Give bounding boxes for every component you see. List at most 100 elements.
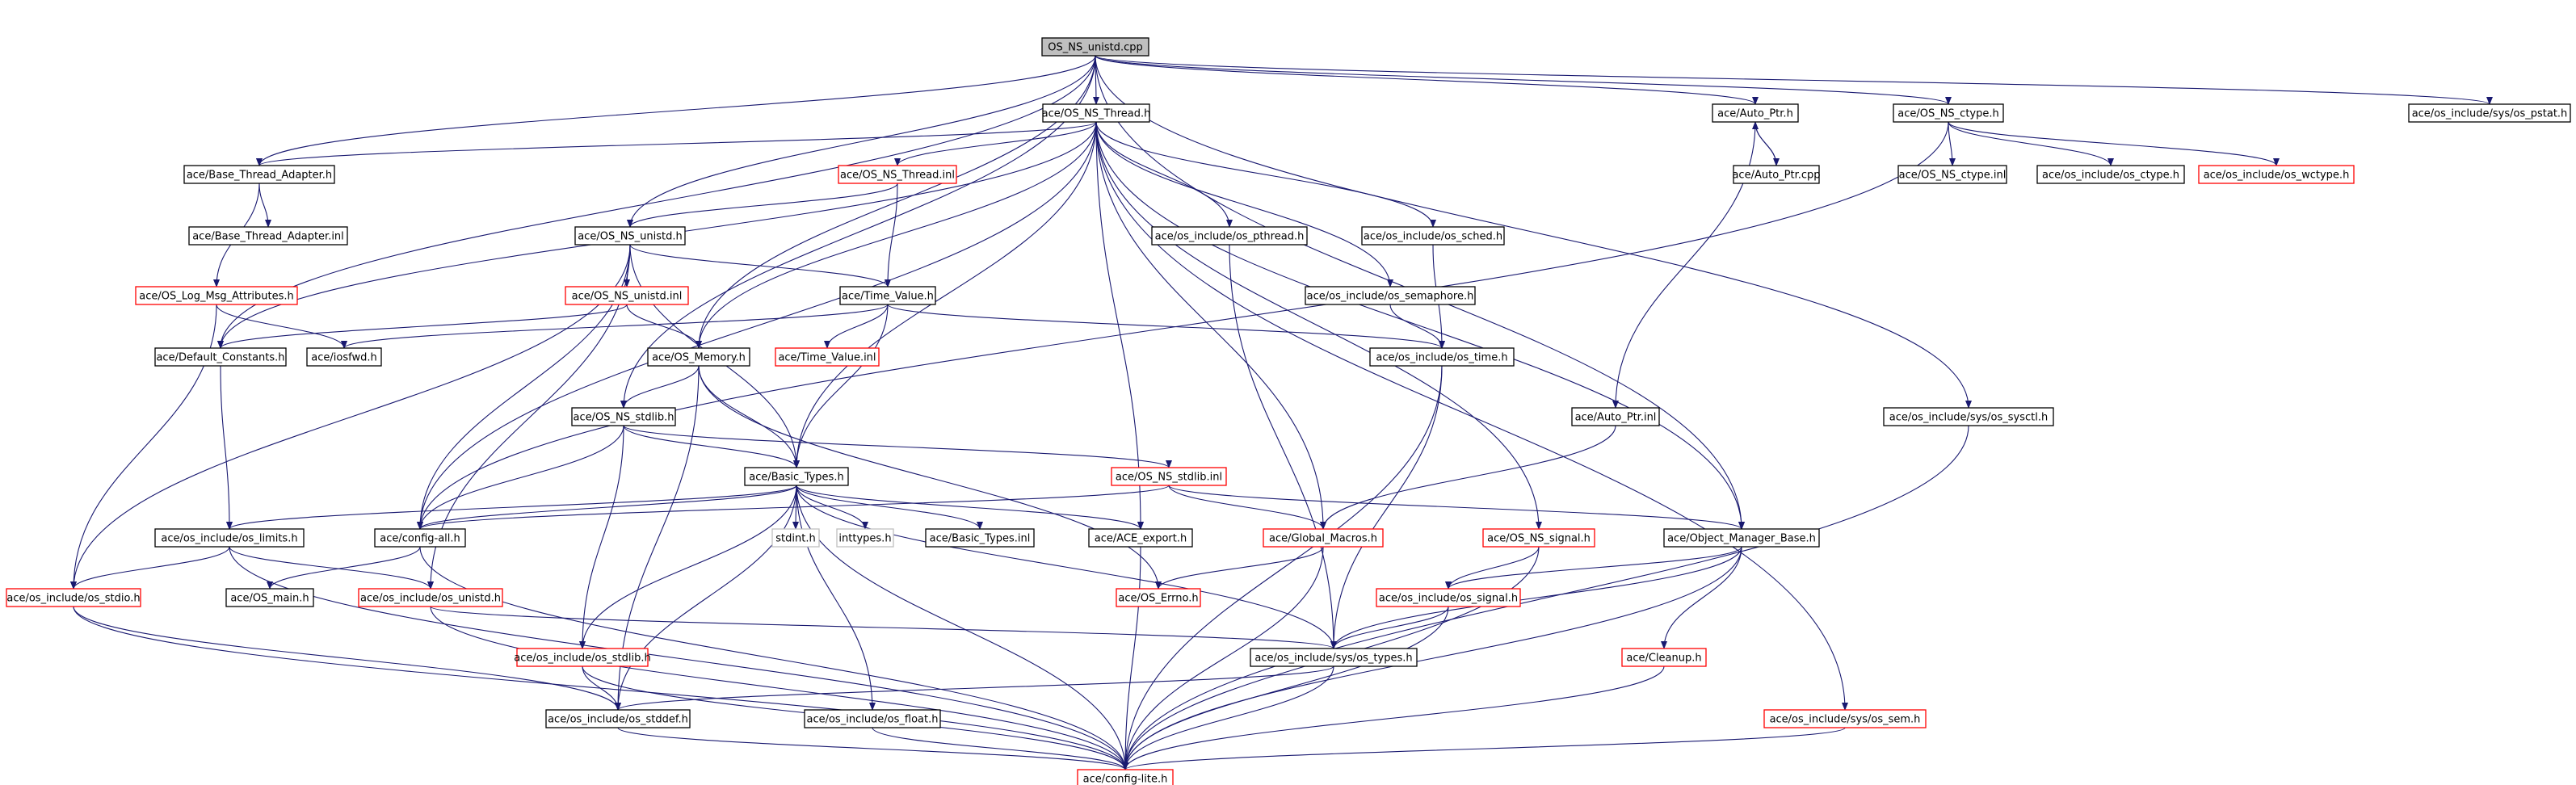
edge-systypes_h-to-configlite_h — [1122, 665, 1334, 770]
node-ace-os-ns-thread-inl[interactable]: ace/OS_NS_Thread.inl — [838, 165, 957, 184]
node-ace-os-ns-ctype-h[interactable]: ace/OS_NS_ctype.h — [1893, 103, 2004, 123]
node-ace-os-include-os-ctype-h[interactable]: ace/os_include/os_ctype.h — [2036, 165, 2185, 184]
node-ace-os-main-h[interactable]: ace/OS_main.h — [225, 588, 314, 607]
node-ace-os-include-sys-os-types-h[interactable]: ace/os_include/sys/os_types.h — [1250, 648, 1418, 667]
node-ace-auto-ptr-h[interactable]: ace/Auto_Ptr.h — [1712, 103, 1799, 123]
node-ace-os-ns-ctype-inl[interactable]: ace/OS_NS_ctype.inl — [1897, 165, 2007, 184]
edge-stddef_h-to-configlite_h — [617, 727, 1128, 770]
node-ace-os-ns-thread-h[interactable]: ace/OS_NS_Thread.h — [1042, 103, 1151, 123]
node-ace-os-include-os-wctype-h[interactable]: ace/os_include/os_wctype.h — [2198, 165, 2355, 184]
node-box — [1897, 165, 2007, 184]
node-label: ace/os_include/os_stdlib.h — [514, 653, 650, 665]
edge-limits_h-to-configlite_h — [229, 546, 1128, 770]
node-ace-object-manager-base-h[interactable]: ace/Object_Manager_Base.h — [1663, 528, 1820, 548]
node-ace-global-macros-h[interactable]: ace/Global_Macros.h — [1263, 528, 1384, 548]
node-ace-os-memory-h[interactable]: ace/OS_Memory.h — [647, 347, 750, 367]
node-ace-os-log-msg-attributes-h[interactable]: ace/OS_Log_Msg_Attributes.h — [135, 286, 298, 305]
edge-ctype_h-to-os_wctype_h — [1948, 121, 2280, 166]
node-ace-os-include-os-signal-h[interactable]: ace/os_include/os_signal.h — [1376, 588, 1521, 607]
edge-root-to-unistd_h — [627, 55, 1096, 228]
node-box — [836, 528, 894, 548]
edge-thread_h-to-semaphore_h — [1095, 121, 1393, 288]
node-ace-os-ns-stdlib-inl[interactable]: ace/OS_NS_stdlib.inl — [1111, 467, 1227, 486]
node-label: ace/OS_NS_signal.h — [1487, 533, 1591, 545]
node-ace-os-include-os-time-h[interactable]: ace/os_include/os_time.h — [1369, 347, 1515, 367]
node-os-ns-unistd-cpp[interactable]: OS_NS_unistd.cpp — [1041, 37, 1149, 57]
edge-semaphore_h-to-os_time_h — [1389, 304, 1445, 349]
node-ace-os-include-os-stdlib-h[interactable]: ace/os_include/os_stdlib.h — [514, 648, 651, 667]
node-box — [1369, 347, 1515, 367]
edge-autoptr_cpp-to-autoptr_h — [1752, 121, 1777, 166]
edge-autoptr_h-to-autoptr_inl — [1612, 121, 1756, 409]
node-ace-os-ns-unistd-h[interactable]: ace/OS_NS_unistd.h — [574, 226, 686, 246]
node-ace-config-lite-h[interactable]: ace/config-lite.h — [1077, 769, 1174, 785]
node-label: ace/OS_NS_ctype.h — [1897, 108, 1999, 120]
edge-os_signal_h-to-systypes_h — [1330, 606, 1449, 649]
node-box — [516, 648, 649, 667]
node-box — [1077, 769, 1174, 785]
node-label: ace/OS_NS_stdlib.h — [574, 412, 674, 424]
node-ace-os-include-os-unistd-h[interactable]: ace/os_include/os_unistd.h — [358, 588, 503, 607]
node-ace-os-ns-signal-h[interactable]: ace/OS_NS_signal.h — [1482, 528, 1595, 548]
edge-objmgr_h-to-os_signal_h — [1445, 546, 1742, 590]
node-ace-base-thread-adapter-inl[interactable]: ace/Base_Thread_Adapter.inl — [188, 226, 348, 246]
node-ace-os-errno-h[interactable]: ace/OS_Errno.h — [1116, 588, 1201, 607]
node-ace-default-constants-h[interactable]: ace/Default_Constants.h — [154, 347, 287, 367]
node-stdint-h[interactable]: stdint.h — [771, 528, 820, 548]
edge-thread_h-to-memory_h — [695, 121, 1097, 349]
node-label: ace/config-lite.h — [1083, 774, 1168, 785]
node-ace-os-include-os-stdio-h[interactable]: ace/os_include/os_stdio.h — [6, 588, 141, 607]
node-label: ace/OS_NS_Thread.inl — [840, 170, 955, 182]
node-ace-time-value-h[interactable]: ace/Time_Value.h — [839, 286, 936, 305]
node-ace-os-ns-stdlib-h[interactable]: ace/OS_NS_stdlib.h — [571, 407, 676, 426]
node-ace-time-value-inl[interactable]: ace/Time_Value.inl — [775, 347, 880, 367]
node-ace-os-include-sys-os-pstat-h[interactable]: ace/os_include/sys/os_pstat.h — [2408, 103, 2571, 123]
node-ace-config-all-h[interactable]: ace/config-all.h — [374, 528, 466, 548]
node-ace-os-ns-unistd-inl[interactable]: ace/OS_NS_unistd.inl — [565, 286, 689, 305]
node-ace-basic-types-inl[interactable]: ace/Basic_Types.inl — [925, 528, 1035, 548]
node-box — [1621, 648, 1707, 667]
node-ace-os-include-os-stddef-h[interactable]: ace/os_include/os_stddef.h — [545, 709, 691, 728]
edge-defconst_h-to-limits_h — [220, 365, 233, 530]
edge-os_unistd_h-to-systypes_h — [430, 606, 1337, 649]
node-label: inttypes.h — [838, 533, 891, 545]
node-box — [154, 528, 305, 548]
node-label: ace/Basic_Types.inl — [930, 533, 1031, 545]
node-ace-auto-ptr-inl[interactable]: ace/Auto_Ptr.inl — [1571, 407, 1660, 426]
node-box — [1712, 103, 1799, 123]
node-ace-os-include-os-float-h[interactable]: ace/os_include/os_float.h — [804, 709, 941, 728]
node-box — [225, 588, 314, 607]
node-ace-base-thread-adapter-h[interactable]: ace/Base_Thread_Adapter.h — [183, 165, 335, 184]
node-box — [775, 347, 880, 367]
node-ace-os-include-os-semaphore-h[interactable]: ace/os_include/os_semaphore.h — [1305, 286, 1476, 305]
edge-layer — [70, 55, 2493, 770]
node-inttypes-h[interactable]: inttypes.h — [836, 528, 894, 548]
node-ace-os-include-os-pthread-h[interactable]: ace/os_include/os_pthread.h — [1151, 226, 1308, 246]
node-ace-basic-types-h[interactable]: ace/Basic_Types.h — [744, 467, 849, 486]
edge-os_stdio_h-to-stddef_h — [73, 606, 621, 711]
edge-stdlib_h-to-os_stdlib_h — [579, 425, 624, 649]
edge-timevalue_h-to-timevalue_inl — [824, 304, 889, 349]
node-ace-iosfwd-h[interactable]: ace/iosfwd.h — [306, 347, 382, 367]
node-ace-os-include-sys-os-sem-h[interactable]: ace/os_include/sys/os_sem.h — [1763, 709, 1927, 728]
edge-basic_h-to-systypes_h — [796, 485, 1337, 649]
edge-memory_h-to-stdlib_h — [620, 365, 700, 409]
node-label: ace/Basic_Types.h — [749, 472, 843, 484]
node-ace-auto-ptr-cpp[interactable]: ace/Auto_Ptr.cpp — [1732, 165, 1821, 184]
node-ace-os-include-os-sched-h[interactable]: ace/os_include/os_sched.h — [1361, 226, 1505, 246]
edge-stdlib_h-to-stdlib_inl — [623, 425, 1172, 468]
node-box — [1663, 528, 1820, 548]
edge-thread_h-to-sched_h — [1095, 121, 1436, 228]
node-label: ace/os_include/sys/os_types.h — [1254, 653, 1412, 665]
node-ace-ace-export-h[interactable]: ace/ACE_export.h — [1088, 528, 1193, 548]
node-box — [1733, 165, 1820, 184]
edge-thread_inl-to-unistd_h — [627, 183, 898, 228]
node-ace-os-include-os-limits-h[interactable]: ace/os_include/os_limits.h — [154, 528, 305, 548]
edge-stdlib_inl-to-objmgr_h — [1168, 485, 1745, 530]
node-box — [804, 709, 941, 728]
node-label: ace/Object_Manager_Base.h — [1667, 533, 1816, 545]
node-ace-cleanup-h[interactable]: ace/Cleanup.h — [1621, 648, 1707, 667]
edge-autoptr_inl-to-globalmacros_h — [1320, 425, 1616, 530]
node-ace-os-include-sys-os-sysctl-h[interactable]: ace/os_include/sys/os_sysctl.h — [1883, 407, 2054, 426]
node-box — [1116, 588, 1201, 607]
